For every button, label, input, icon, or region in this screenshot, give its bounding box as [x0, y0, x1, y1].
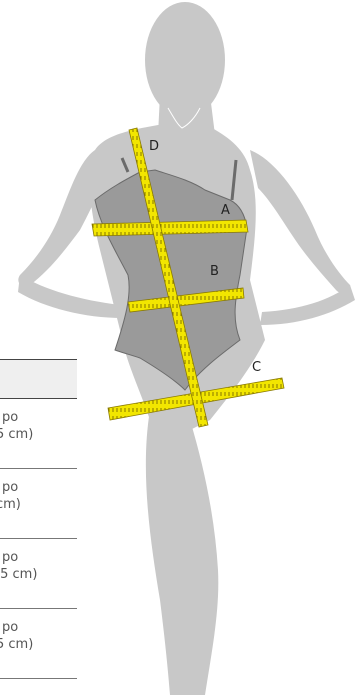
label-c: C — [252, 360, 261, 375]
label-b: B — [210, 264, 219, 279]
label-a: A — [221, 203, 230, 218]
label-d: D — [149, 139, 159, 154]
